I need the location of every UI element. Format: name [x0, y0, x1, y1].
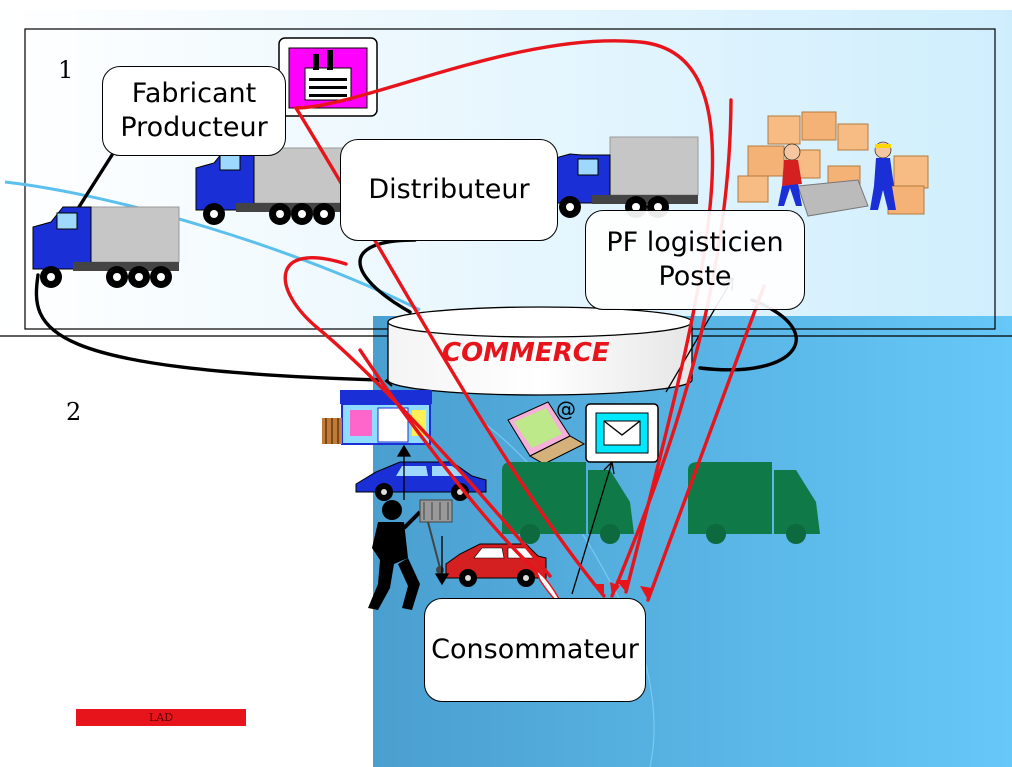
- shop-icon: [322, 390, 432, 445]
- commerce-label: COMMERCE: [442, 338, 610, 368]
- shopper-cart-icon: [368, 499, 453, 610]
- svg-text:@: @: [556, 397, 576, 421]
- zone2-label: 2: [66, 398, 82, 426]
- poste-label: Poste: [658, 261, 732, 292]
- consommateur-label: Consommateur: [431, 634, 639, 665]
- logisticien-label: PF logisticien: [606, 227, 784, 258]
- order-flow-lines: [283, 39, 766, 602]
- envelope-icon: [585, 403, 659, 463]
- truck-icon: [32, 206, 180, 288]
- truck-icon: [195, 147, 345, 225]
- distributeur-box: Distributeur: [340, 139, 558, 241]
- distributeur-label: Distributeur: [368, 174, 530, 205]
- order-flow-arrowheads: [592, 580, 652, 600]
- logisticien-box: PF logisticien Poste: [585, 210, 805, 310]
- fabricant-label: Fabricant: [131, 78, 257, 109]
- delivery-van-icon: [502, 462, 634, 544]
- delivery-van-icon: [688, 462, 820, 544]
- fabricant-producteur-box: Fabricant Producteur: [102, 66, 286, 156]
- commerce-cylinder: [387, 306, 693, 396]
- producteur-label: Producteur: [120, 112, 268, 143]
- lad-label: LAD: [148, 711, 174, 724]
- goods-flow-lines: [34, 153, 798, 382]
- lad-bar: [76, 709, 246, 726]
- car-icon: [445, 543, 547, 587]
- consommateur-box: Consommateur: [424, 598, 646, 702]
- zone1-label: 1: [58, 56, 74, 84]
- laptop-email-icon: @: [507, 397, 586, 465]
- boxes-workers-icon: [737, 111, 929, 217]
